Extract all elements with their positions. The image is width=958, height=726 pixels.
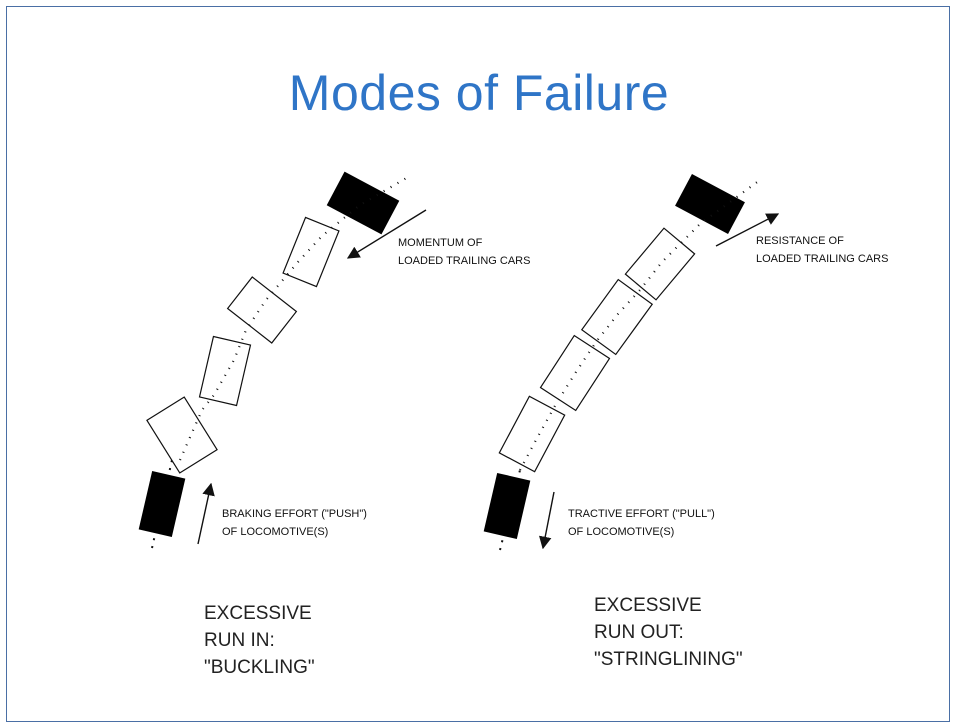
tractive-label-line2: OF LOCOMOTIVE(S) [568, 526, 674, 538]
car-right-3 [580, 278, 654, 356]
car-right-1 [498, 395, 566, 473]
coupling-dots [178, 175, 411, 461]
braking-arrow [197, 482, 215, 545]
caption-line: EXCESSIVE [594, 595, 702, 616]
resistance-label-line2: LOADED TRAILING CARS [756, 253, 888, 265]
caption-line: RUN IN: [204, 630, 275, 651]
stringlining-train [483, 174, 780, 551]
buckling-train [138, 171, 427, 549]
resistance-arrow [715, 213, 780, 247]
momentum-label-line1: MOMENTUM OF [398, 237, 483, 249]
caption-line: "STRINGLINING" [594, 649, 743, 670]
locomotive-bottom-left [138, 470, 186, 538]
momentum-arrow [346, 209, 427, 259]
momentum-label-line2: LOADED TRAILING CARS [398, 255, 530, 267]
caption-line: EXCESSIVE [204, 603, 312, 624]
buckling-caption: EXCESSIVE RUN IN: "BUCKLING" [204, 600, 315, 681]
locomotive-top-right [675, 174, 745, 234]
car-right-4 [624, 227, 696, 301]
caption-line: "BUCKLING" [204, 657, 315, 678]
car-left-1 [146, 396, 218, 474]
resistance-label-line1: RESISTANCE OF [756, 235, 844, 247]
car-right-2 [539, 334, 611, 412]
stringlining-caption: EXCESSIVE RUN OUT: "STRINGLINING" [594, 592, 743, 673]
braking-label-line2: OF LOCOMOTIVE(S) [222, 526, 328, 538]
car-left-2 [198, 335, 252, 407]
car-left-3 [226, 276, 298, 344]
locomotive-bottom-right [483, 472, 531, 540]
slide-frame [6, 6, 950, 722]
tractive-arrow [539, 491, 555, 550]
tractive-label-line1: TRACTIVE EFFORT ("PULL") [568, 508, 715, 520]
braking-label-line1: BRAKING EFFORT ("PUSH") [222, 508, 367, 520]
slide-title: Modes of Failure [288, 65, 670, 121]
caption-line: RUN OUT: [594, 622, 684, 643]
car-left-4 [282, 216, 340, 288]
